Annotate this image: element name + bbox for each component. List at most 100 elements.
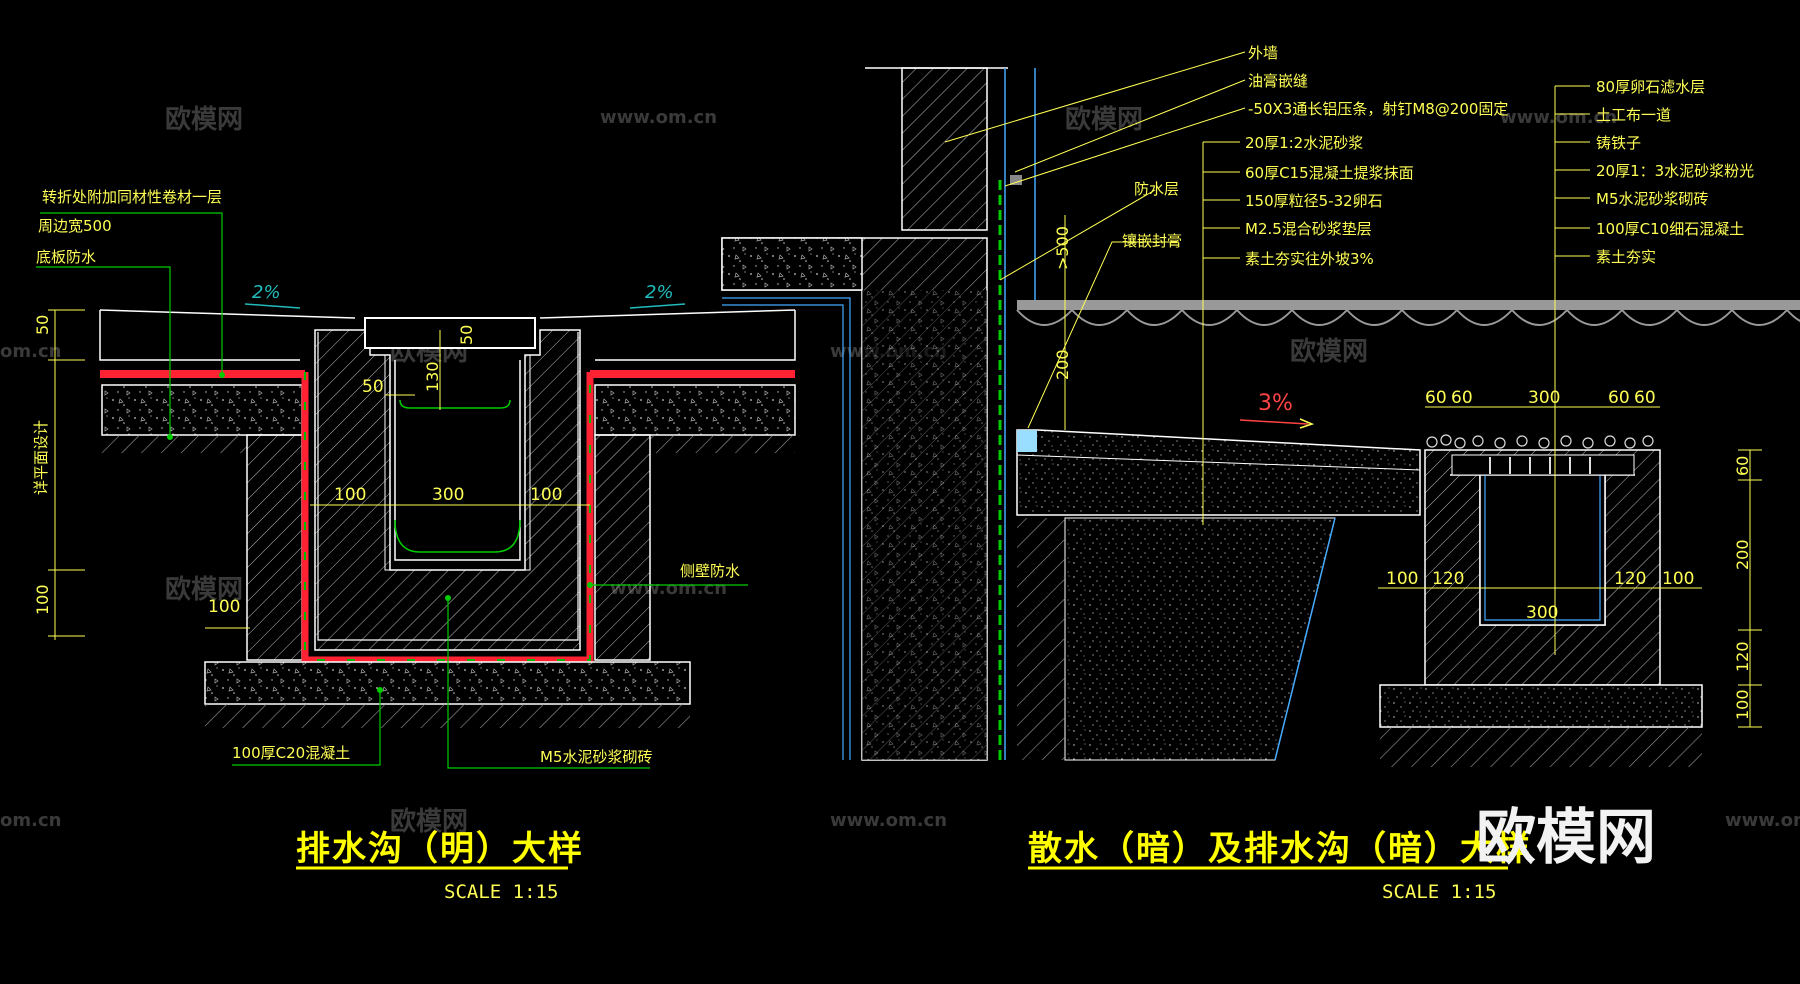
left-title: 排水沟（明）大样 [296, 829, 584, 869]
foundation-slab [721, 237, 863, 291]
label-drain-layer: 素土夯实 [1596, 248, 1656, 266]
label-bottom-waterproof: 底板防水 [36, 248, 96, 266]
pebbles [1426, 434, 1654, 449]
label-base-concrete: 100厚C20混凝土 [232, 744, 350, 762]
soil-hatch [650, 435, 795, 453]
label-reinforce: 转折处附加同材性卷材一层 [42, 188, 222, 206]
label-apron-layer: 20厚1:2水泥砂浆 [1245, 134, 1363, 152]
dim-label: >500 [1053, 226, 1072, 270]
label-outer-wall: 外墙 [1248, 44, 1278, 62]
dim-label: 120 [1733, 641, 1752, 672]
dim-label: 60 [1608, 388, 1630, 408]
right-slab [594, 384, 796, 436]
dim-label: 300 [1528, 388, 1560, 408]
dim-label: 50 [33, 315, 52, 335]
dim-label: 100 [208, 597, 240, 617]
dim-label: 60 [1425, 388, 1447, 408]
label-drain-layer: 80厚卵石滤水层 [1596, 78, 1705, 96]
watermark-site: www.om.cn [830, 810, 947, 831]
right-dim-lines [1064, 215, 1762, 728]
dim-lines [48, 309, 590, 640]
dim-label: 100 [1733, 689, 1752, 720]
leader-dot [377, 687, 383, 693]
finish-line [539, 309, 796, 319]
watermark-brand: 欧模网 [390, 806, 468, 837]
watermark-site: www.om.cn [600, 107, 717, 128]
membrane-line [722, 297, 851, 760]
left-scale: SCALE 1:15 [444, 881, 558, 903]
leader-dot [167, 434, 173, 440]
slope-arrow [629, 303, 686, 309]
surface-line [99, 310, 300, 361]
dim-label: 100 [334, 485, 366, 505]
watermark-brand: 欧模网 [1065, 104, 1143, 135]
ground-scallops [1016, 308, 1800, 326]
waterproof-layer [590, 370, 795, 378]
dim-label: 120 [1614, 569, 1646, 589]
label-apron-layer: 60厚C15混凝土提浆抹面 [1245, 164, 1414, 182]
left-detail: 2% 2% 转折处附加同材性卷材一层 周边宽500 底板防水 侧壁防水 100厚… [32, 188, 796, 903]
dim-label: 50 [362, 377, 384, 397]
apron-slab [1016, 429, 1421, 516]
waterproof-layer [100, 370, 305, 378]
watermark-site: om.cn [0, 810, 61, 831]
finish-line [99, 309, 356, 319]
drain-base [1379, 684, 1703, 728]
label-apron-layer: M2.5混合砂浆垫层 [1245, 220, 1372, 238]
leader-line [36, 266, 171, 437]
label-drain-layer: 100厚C10细石混凝土 [1596, 220, 1744, 238]
watermark-brand: 欧模网 [165, 104, 243, 135]
ground-surface [1017, 300, 1800, 310]
label-brick: M5水泥砂浆砌砖 [540, 748, 653, 766]
label-waterproof: 防水层 [1134, 180, 1179, 198]
label-drain-layer: 土工布一道 [1596, 106, 1671, 124]
leader-dot [445, 595, 451, 601]
label-drain-layer: M5水泥砂浆砌砖 [1596, 190, 1709, 208]
dim-label: 200 [1053, 349, 1072, 380]
leader-line [40, 212, 223, 375]
watermark-brand: 欧模网 [1290, 336, 1368, 367]
sub-base [1064, 517, 1336, 761]
apron-line [1016, 454, 1421, 471]
leader-lines-right [944, 51, 1590, 655]
dim-label: 100 [1662, 569, 1694, 589]
channel-edge [384, 355, 531, 571]
dim-label: 300 [432, 485, 464, 505]
label-extend: 周边宽500 [38, 217, 112, 235]
left-slab [101, 384, 303, 436]
label-side-waterproof: 侧壁防水 [680, 562, 740, 580]
watermark-site: www.om.cn [1725, 810, 1800, 831]
label-floor-design: 详平面设计 [32, 420, 50, 495]
dim-label: 60 [1451, 388, 1473, 408]
right-title: 散水（暗）及排水沟（暗）大样 [1028, 829, 1532, 869]
label-drain-layer: 铸铁子 [1596, 134, 1641, 152]
watermark-site: www.om.cn [1500, 107, 1617, 128]
grate-bars [1489, 457, 1591, 474]
sealant-block [1017, 430, 1037, 452]
label-apron-layer: 150厚粒径5-32卵石 [1245, 192, 1383, 210]
slope-label: 2% [252, 282, 281, 303]
leader-line [447, 598, 650, 769]
drain-lining [1484, 475, 1601, 621]
drain-grate [364, 317, 536, 349]
brand-logo: 欧模网 [1476, 803, 1656, 873]
leader-dot [587, 582, 593, 588]
dim-label: 300 [1526, 603, 1558, 623]
dim-label: 100 [1386, 569, 1418, 589]
label-apron-layer: 素土夯实往外坡3% [1245, 250, 1374, 268]
membrane-line [722, 304, 844, 760]
label-sealant: 镶嵌封膏 [1122, 232, 1182, 250]
leader-line [232, 690, 381, 766]
channel-outline [394, 360, 521, 561]
slope-arrow [244, 303, 301, 309]
surface-line [595, 310, 796, 361]
soil-hatch [102, 435, 247, 453]
label-drain-layer: 20厚1：3水泥砂浆粉光 [1596, 162, 1754, 180]
dim-label: 60 [1733, 456, 1752, 476]
drain-soil [1380, 727, 1702, 767]
brick-wall [246, 434, 303, 661]
leader-dot [219, 372, 225, 378]
slope-label: 2% [645, 282, 674, 303]
dim-label: 100 [33, 584, 52, 615]
